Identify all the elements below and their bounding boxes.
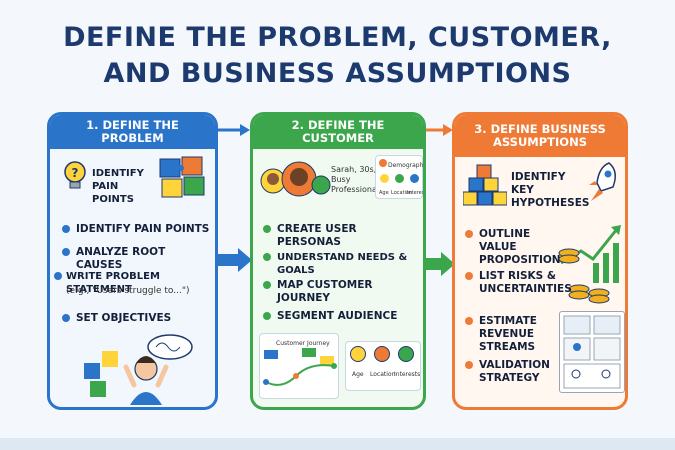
panel-header: 2. DEFINE THE CUSTOMER	[253, 115, 423, 149]
coins-growth-icon	[558, 225, 621, 304]
list-item: WRITE PROBLEM STATEMENT	[66, 271, 160, 295]
bullet-dot	[263, 253, 271, 261]
avatar	[395, 174, 404, 183]
list-item: SET OBJECTIVES	[76, 312, 172, 324]
avatar	[379, 159, 387, 167]
panel-header: 1. DEFINE THE PROBLEM	[50, 115, 215, 149]
puzzle-icon	[159, 156, 205, 198]
arrow-right-icon	[218, 124, 250, 136]
card-field: Interests	[394, 371, 421, 378]
list-item: VALIDATION STRATEGY	[479, 359, 550, 384]
bullet-dot	[263, 281, 271, 289]
list-item: MAP CUSTOMER JOURNEY	[277, 279, 373, 304]
avatar	[410, 174, 419, 183]
journey-chart-card: Customer Journey	[259, 333, 339, 399]
bullet-dot	[62, 314, 70, 322]
panel-define-customer: 2. DEFINE THE CUSTOMER Sarah, 30s, Busy …	[250, 112, 426, 410]
bullet-dot	[62, 225, 70, 233]
panel-header: 3. DEFINE BUSINESS ASSUMPTIONS	[455, 115, 625, 157]
svg-text:?: ?	[72, 166, 79, 180]
avatar	[398, 346, 414, 362]
avatar	[380, 174, 389, 183]
persona-card: Age Location Interests	[345, 341, 421, 391]
panel-define-business-assumptions: 3. DEFINE BUSINESS ASSUMPTIONS IDENTIFY …	[452, 112, 628, 410]
list-item: IDENTIFY PAIN POINTS	[76, 223, 210, 235]
bullet-dot	[263, 312, 271, 320]
rocket-icon	[589, 162, 616, 201]
demographic-card: Demographic Age Location Interests	[375, 155, 423, 199]
hero-label: IDENTIFY PAIN POINTS	[92, 168, 144, 205]
list-item: ANALYZE ROOT CAUSES	[76, 246, 166, 271]
demo-field: Age	[379, 190, 389, 196]
bullet-dot	[263, 225, 271, 233]
avatar	[350, 346, 366, 362]
journey-label: Customer Journey	[276, 340, 330, 347]
list-item: ESTIMATE REVENUE STREAMS	[479, 315, 537, 353]
avatar	[374, 346, 390, 362]
arrow-right-icon	[218, 248, 252, 272]
list-item: LIST RISKS & UNCERTAINTIES	[479, 270, 572, 295]
lightbulb-icon: ?	[64, 161, 86, 189]
journey-chart-icon	[263, 348, 337, 386]
list-item: CREATE USER PERSONAS	[277, 223, 357, 248]
panel-define-problem: 1. DEFINE THE PROBLEM ? IDENTIFY PAIN PO…	[47, 112, 218, 410]
statement-example: (e.g., "Users struggle to...")	[66, 286, 190, 296]
list-item: OUTLINE VALUE PROPOSITION	[479, 228, 561, 266]
card-field: Age	[352, 371, 364, 378]
page-title-line1: DEFINE THE PROBLEM, CUSTOMER,	[63, 22, 612, 53]
arrow-right-icon	[425, 124, 453, 136]
demo-field: Interests	[407, 190, 425, 196]
list-item: SEGMENT AUDIENCE	[277, 310, 398, 322]
card-field: Location	[370, 371, 396, 378]
bullet-dot	[465, 272, 473, 280]
persona-caption: Sarah, 30s, Busy Professional	[331, 165, 380, 194]
cubes-icon	[463, 164, 507, 206]
bullet-dot	[54, 272, 62, 280]
demo-field: Location	[391, 190, 413, 196]
list-item: UNDERSTAND NEEDS & GOALS	[277, 252, 408, 276]
bullet-dot	[465, 317, 473, 325]
confused-person-icon	[84, 334, 193, 405]
list-item: IDENTIFY KEY HYPOTHESES	[511, 171, 590, 209]
footer-strip	[0, 438, 675, 450]
persona-avatar-icon	[260, 161, 331, 197]
bullet-dot	[465, 361, 473, 369]
page-title-line2: AND BUSINESS ASSUMPTIONS	[103, 58, 572, 89]
arrow-right-icon	[425, 252, 455, 276]
bullet-dot	[465, 230, 473, 238]
board-icon	[559, 311, 625, 393]
bullet-dot	[62, 248, 70, 256]
demographic-label: Demographic	[388, 162, 426, 169]
